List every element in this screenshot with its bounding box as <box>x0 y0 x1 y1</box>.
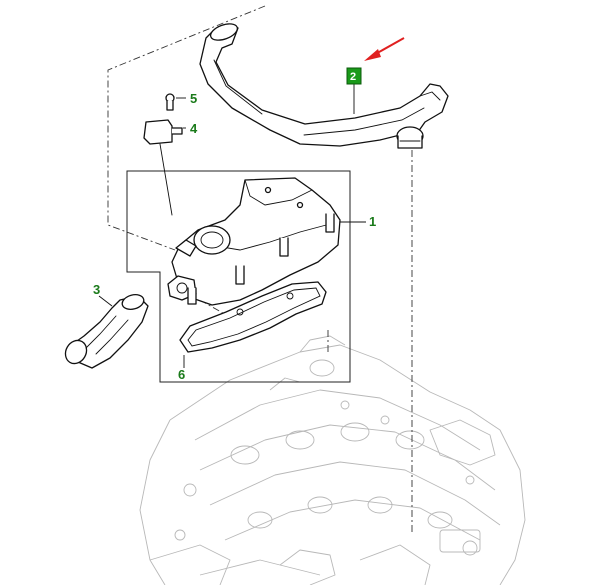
oil-separator-assembly <box>167 177 341 306</box>
gasket <box>179 281 327 353</box>
callouts: 5 4 1 3 6 2 <box>93 67 376 382</box>
callout-3: 3 <box>93 282 100 297</box>
pointer-arrow <box>364 37 405 61</box>
callout-6: 6 <box>178 367 185 382</box>
callout-5: 5 <box>190 91 197 106</box>
callout-4: 4 <box>190 121 198 136</box>
sensor <box>143 119 183 216</box>
callout-2: 2 <box>350 71 356 83</box>
callout-2-highlight: 2 <box>346 67 362 85</box>
bolt <box>165 93 175 111</box>
intake-hose <box>64 294 149 369</box>
component-frame <box>126 170 351 383</box>
leader-lines <box>98 84 366 368</box>
engine-block-background <box>139 335 526 585</box>
breather-hose <box>199 23 449 149</box>
callout-1: 1 <box>369 214 376 229</box>
